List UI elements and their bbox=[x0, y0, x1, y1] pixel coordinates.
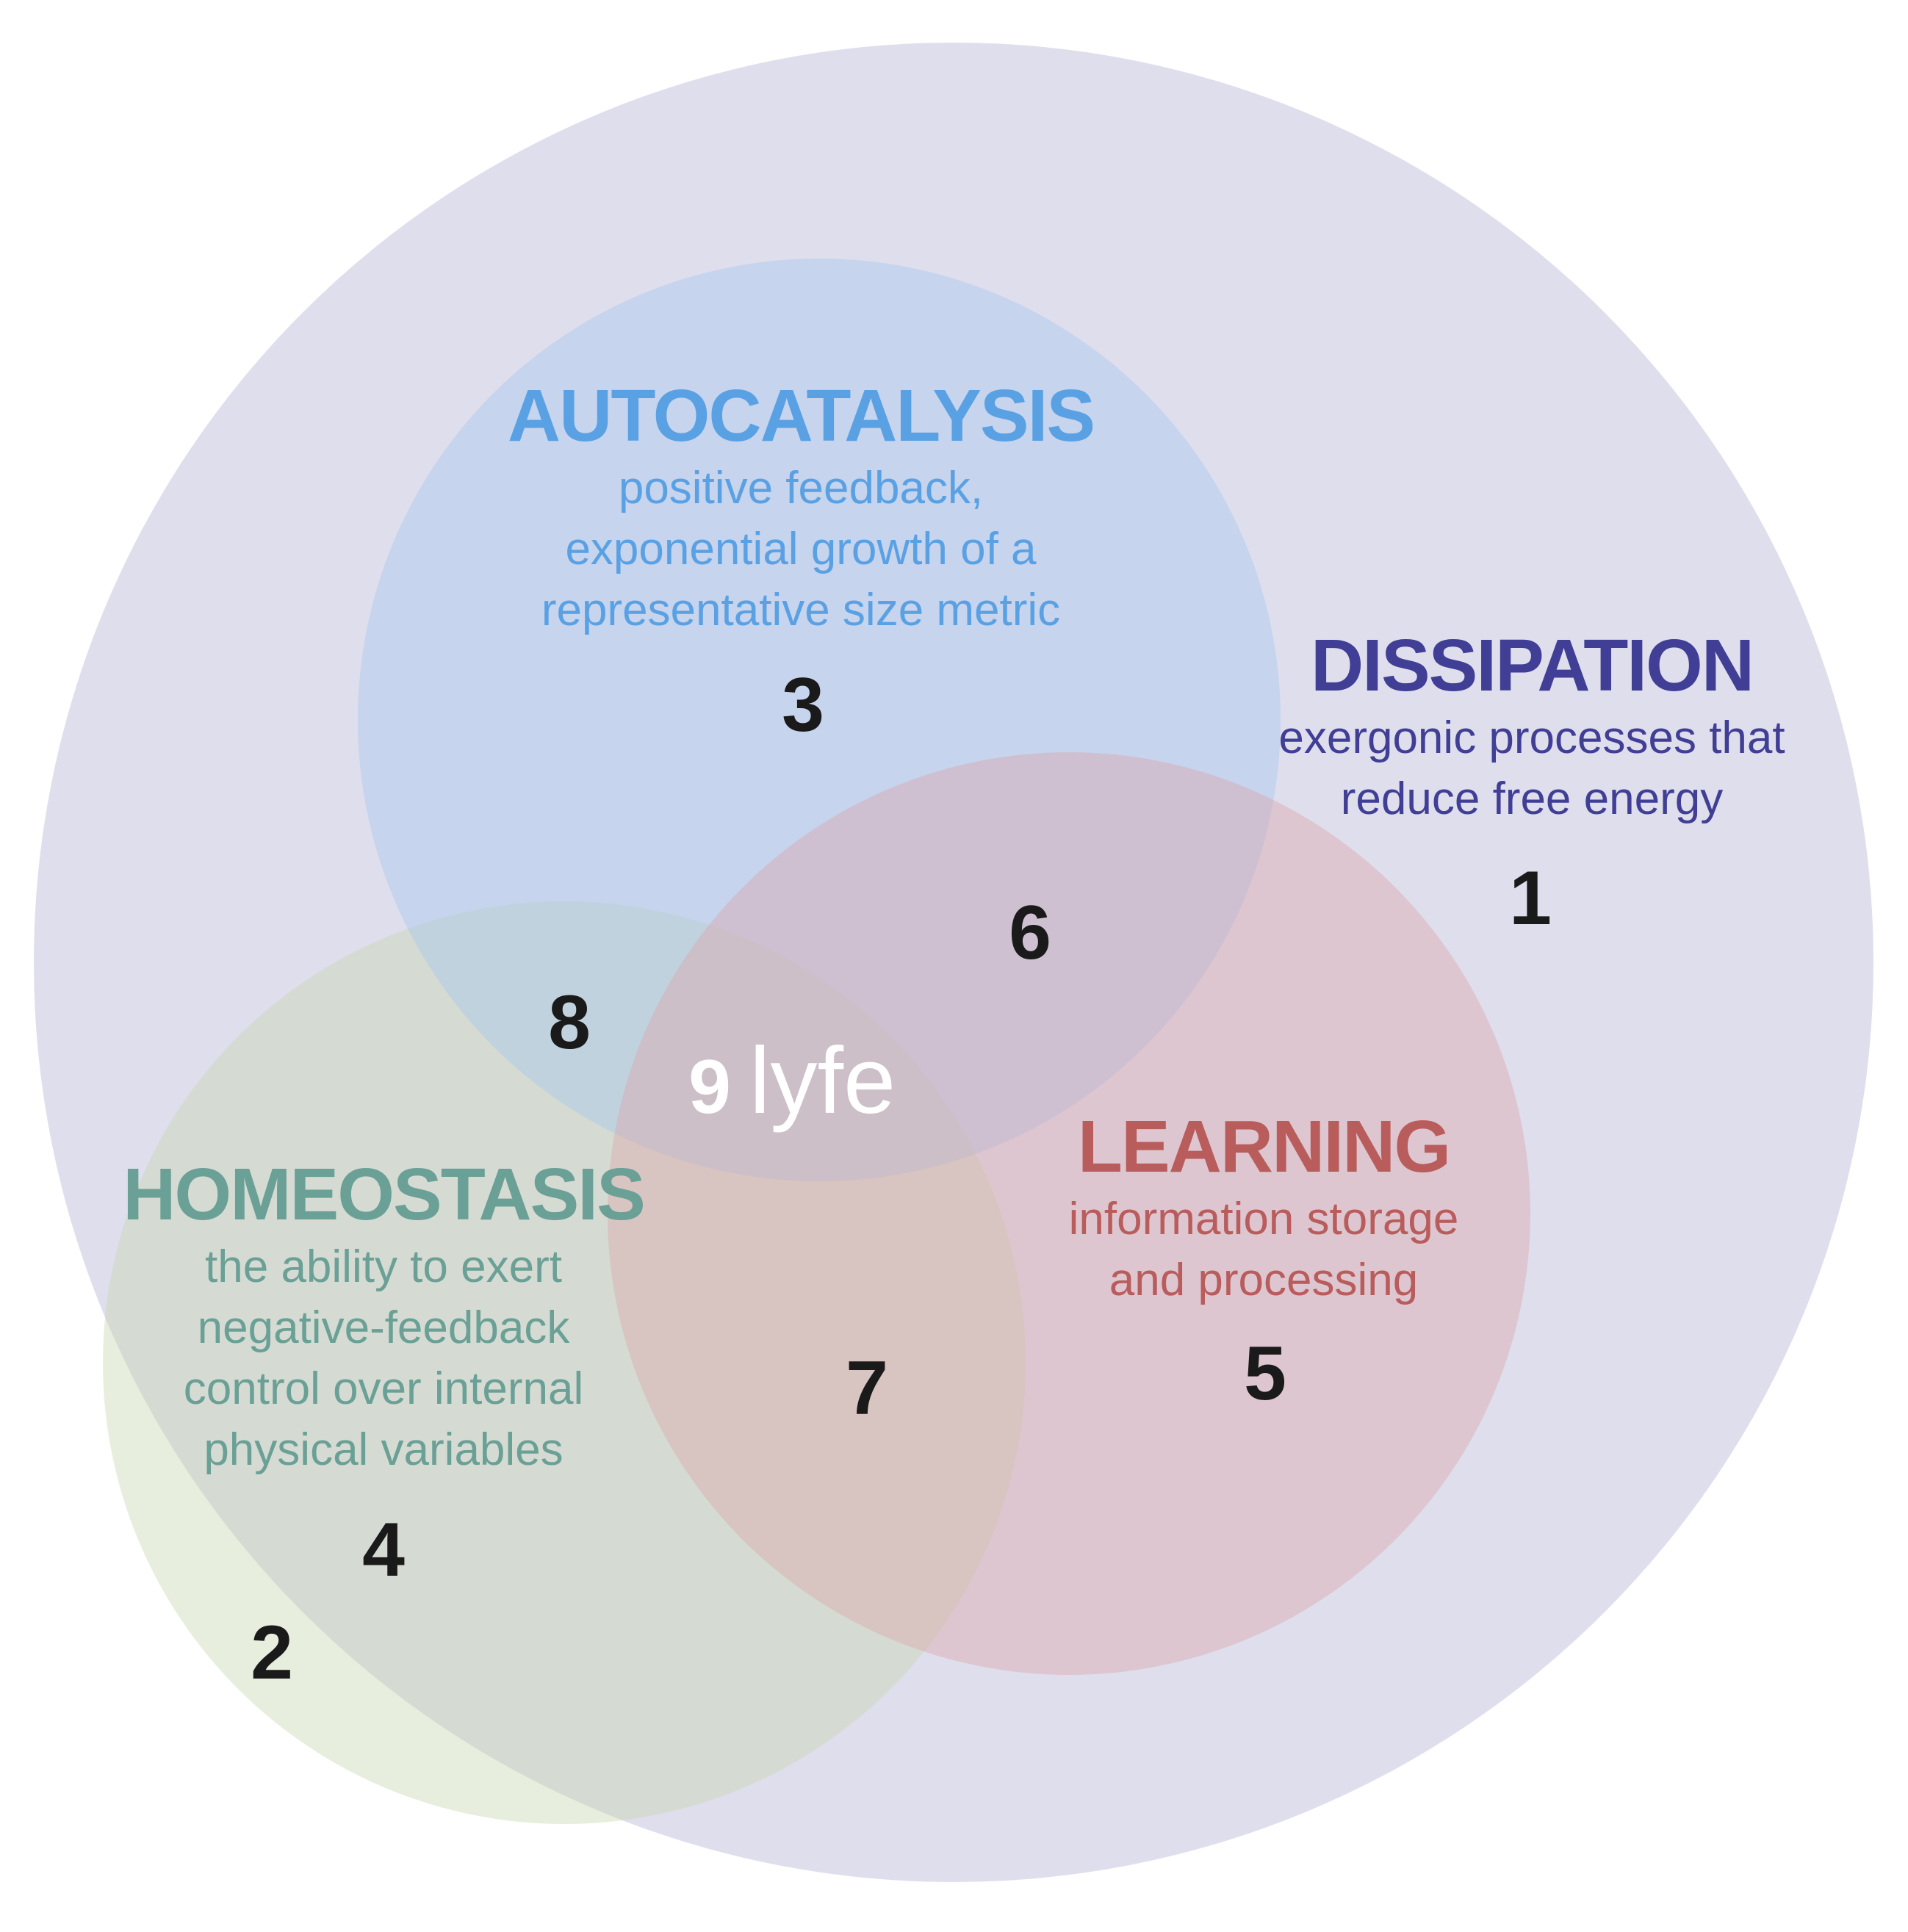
lyfe-label: lyfe bbox=[749, 1028, 896, 1133]
learning-desc-line-2: and processing bbox=[1109, 1255, 1419, 1305]
autocatalysis-title: AUTOCATALYSIS bbox=[508, 375, 1094, 457]
dissipation-desc-line-1: exergonic processes that bbox=[1278, 713, 1785, 763]
dissipation-title: DISSIPATION bbox=[1311, 624, 1753, 707]
region-number-8: 8 bbox=[548, 980, 591, 1065]
autocatalysis-desc-line-3: representative size metric bbox=[541, 585, 1060, 635]
homeostasis-desc-line-2: negative-feedback bbox=[198, 1302, 571, 1353]
homeostasis-desc-line-1: the ability to exert bbox=[205, 1241, 562, 1292]
homeostasis-desc-line-4: physical variables bbox=[204, 1424, 563, 1475]
learning-title: LEARNING bbox=[1078, 1106, 1450, 1188]
region-number-4: 4 bbox=[362, 1507, 405, 1593]
learning-desc-line-1: information storage bbox=[1069, 1194, 1459, 1244]
region-number-5: 5 bbox=[1244, 1331, 1286, 1416]
autocatalysis-circle bbox=[358, 259, 1281, 1181]
region-number-7: 7 bbox=[846, 1346, 888, 1431]
region-number-3: 3 bbox=[782, 663, 824, 748]
region-number-6: 6 bbox=[1009, 890, 1051, 976]
dissipation-circle bbox=[34, 43, 1873, 1882]
homeostasis-circle bbox=[103, 901, 1026, 1824]
region-number-1: 1 bbox=[1509, 856, 1552, 941]
region-number-2: 2 bbox=[251, 1610, 293, 1695]
learning-circle bbox=[608, 752, 1530, 1675]
homeostasis-title: HOMEOSTASIS bbox=[123, 1153, 644, 1236]
region-number-9: 9 bbox=[688, 1045, 731, 1130]
dissipation-desc-line-2: reduce free energy bbox=[1341, 774, 1723, 824]
homeostasis-desc-line-3: control over internal bbox=[184, 1363, 584, 1414]
autocatalysis-desc-line-1: positive feedback, bbox=[619, 463, 983, 513]
autocatalysis-desc-line-2: exponential growth of a bbox=[565, 524, 1037, 574]
